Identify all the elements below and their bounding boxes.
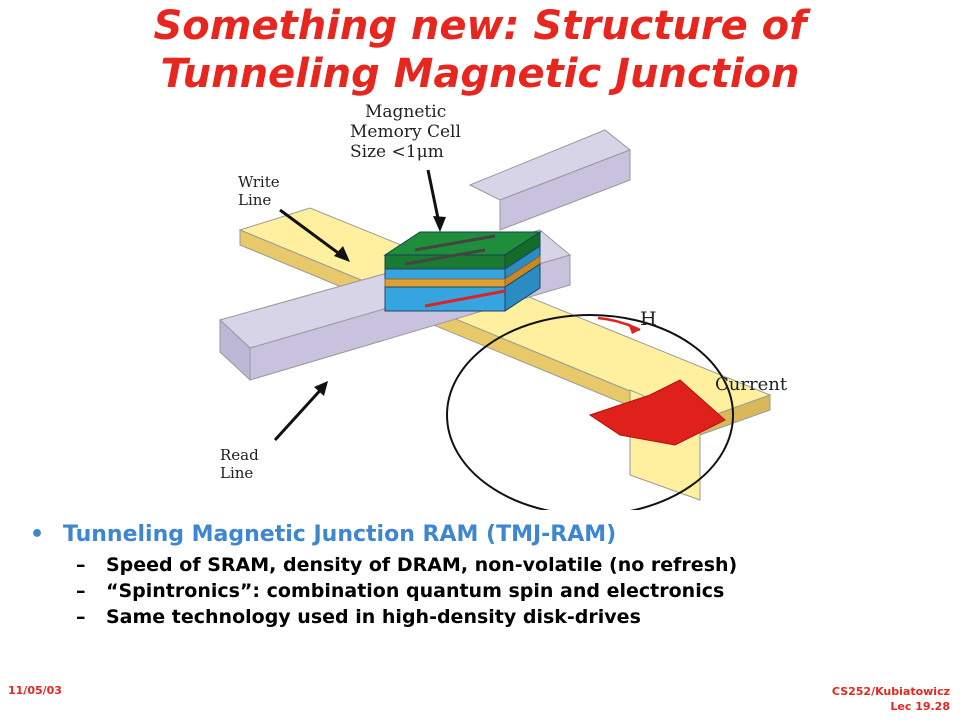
sub-bullet-text: Speed of SRAM, density of DRAM, non-vola… <box>106 554 738 576</box>
footer-course-info: CS252/Kubiatowicz Lec 19.28 <box>832 684 950 714</box>
label-read-1: Read <box>220 446 259 464</box>
current-arrow <box>588 379 726 446</box>
title-line-2: Tunneling Magnetic Junction <box>160 51 800 97</box>
bullet-list: • Tunneling Magnetic Junction RAM (TMJ-R… <box>30 520 930 628</box>
memory-cell-stack <box>383 231 542 312</box>
tmj-diagram: Magnetic Memory Cell Size <1μm Write Lin… <box>210 90 830 510</box>
sub-bullet-dash: – <box>76 606 86 628</box>
footer-date: 11/05/03 <box>8 684 62 697</box>
label-write-2: Line <box>238 191 271 209</box>
tmj-diagram-svg: Magnetic Memory Cell Size <1μm Write Lin… <box>219 102 788 510</box>
spin-arrow-bottom <box>424 289 506 308</box>
label-cell-3: Size <1μm <box>350 142 444 162</box>
label-cell-2: Memory Cell <box>350 122 461 142</box>
slide-title: Something new: Structure of Tunneling Ma… <box>0 2 960 98</box>
spin-arrow-top <box>414 234 496 252</box>
label-h: H <box>640 308 657 330</box>
read-pointer-arrow <box>273 383 327 442</box>
write-pointer-arrow <box>279 208 346 260</box>
label-cell-1: Magnetic <box>365 102 446 122</box>
sub-bullet: – Speed of SRAM, density of DRAM, non-vo… <box>30 554 930 576</box>
title-line-1: Something new: Structure of <box>153 3 807 49</box>
label-read-2: Line <box>220 464 253 482</box>
label-write-1: Write <box>238 173 280 191</box>
footer-course: CS252/Kubiatowicz <box>831 685 950 698</box>
spin-arrow-middle <box>404 248 486 266</box>
sub-bullet: – “Spintronics”: combination quantum spi… <box>30 580 930 602</box>
sub-bullet: – Same technology used in high-density d… <box>30 606 930 628</box>
main-bullet-text: Tunneling Magnetic Junction RAM (TMJ-RAM… <box>63 522 617 547</box>
main-bullet: • Tunneling Magnetic Junction RAM (TMJ-R… <box>30 520 930 550</box>
sub-bullet-text: Same technology used in high-density dis… <box>106 606 641 628</box>
label-current: Current <box>715 374 788 395</box>
footer-lecture: Lec 19.28 <box>890 700 950 713</box>
sub-bullet-dash: – <box>76 580 86 602</box>
bullet-dot: • <box>30 522 45 547</box>
magnetic-field-circle <box>446 314 734 510</box>
sub-bullet-dash: – <box>76 554 86 576</box>
sub-bullet-text: “Spintronics”: combination quantum spin … <box>106 580 725 602</box>
